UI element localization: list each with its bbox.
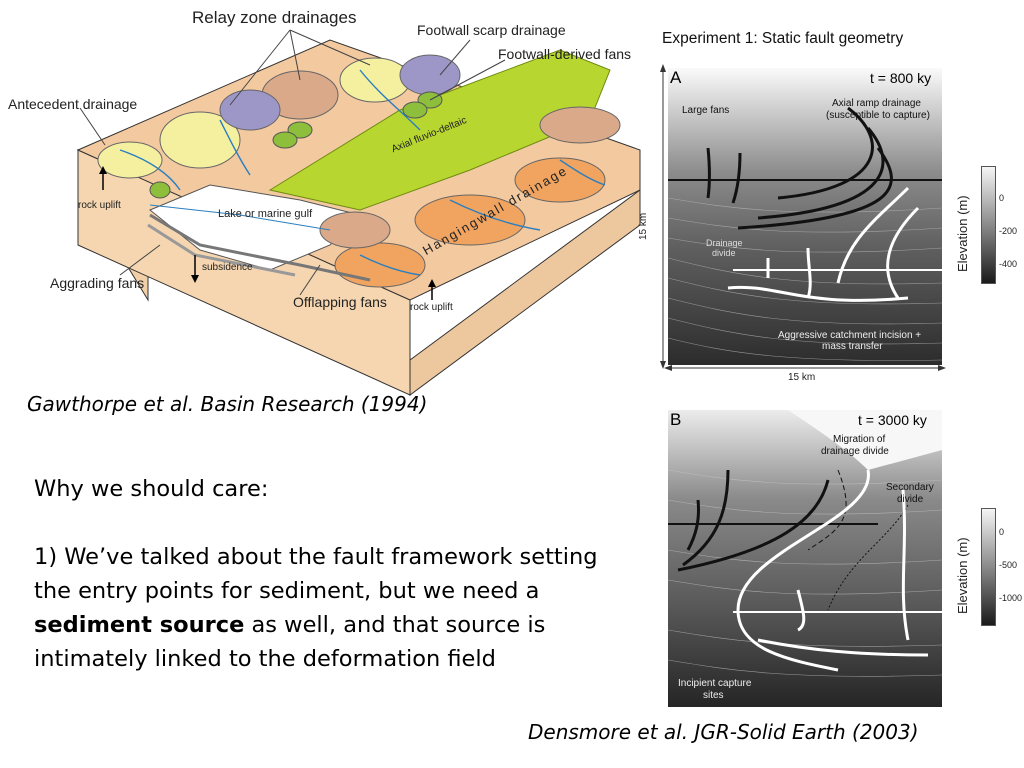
colorbar-b-tick: 0: [999, 527, 1005, 537]
panel-b-art: [668, 410, 942, 707]
incipient-label-1: Incipient capture: [678, 678, 752, 689]
block-diagram-art: [76, 29, 641, 396]
relay-fan: [97, 141, 163, 179]
drainage-divide-label-2: divide: [712, 248, 736, 258]
hangingwall-fan: [514, 157, 606, 203]
secondary-label-1: Secondary: [886, 482, 934, 493]
axial-ramp-label-1: Axial ramp drainage: [832, 98, 921, 109]
migration-label-1: Migration of: [833, 434, 886, 445]
subsidence-label: subsidence: [202, 262, 253, 273]
drainage-divide-label-1: Drainage: [706, 238, 743, 248]
paragraph-part-1: 1) We’ve talked about the fault framewor…: [34, 544, 598, 604]
lake-label: Lake or marine gulf: [218, 208, 313, 220]
river: [559, 159, 606, 186]
aggressive-label-1: Aggressive catchment incision +: [778, 330, 922, 341]
rock-uplift-right-label: rock uplift: [410, 302, 453, 313]
heading-text: Why we should care:: [34, 476, 269, 502]
block-diagram: [0, 0, 650, 400]
offlapping-label: Offlapping fans: [293, 294, 387, 310]
footwall-fans-label: Footwall-derived fans: [498, 46, 632, 62]
panel-b: [668, 410, 942, 707]
hangingwall-fan: [319, 211, 391, 249]
footwall-fan: [402, 101, 428, 119]
colorbar-b: [981, 508, 996, 626]
paragraph-part-2: as well, and that source is intimately l…: [34, 612, 546, 672]
river: [219, 119, 251, 176]
relay-fan: [219, 89, 281, 131]
hangingwall-fan: [539, 106, 621, 144]
aggressive-label-2: mass transfer: [822, 341, 883, 352]
large-fans-label: Large fans: [682, 105, 730, 116]
scale-y-label: 15 km: [638, 212, 649, 240]
hangingwall-fan: [334, 242, 426, 288]
panel-a: [668, 68, 942, 365]
footwall-fan: [149, 181, 171, 199]
strata: [149, 213, 371, 282]
strata: [149, 204, 331, 231]
panel-a-letter: A: [670, 68, 682, 87]
experiment-title: Experiment 1: Static fault geometry: [662, 30, 904, 47]
footwall-scarp-label: Footwall scarp drainage: [417, 22, 566, 38]
footwall-fan: [272, 131, 298, 149]
colorbar-a: [981, 166, 996, 284]
migration-label-2: drainage divide: [821, 446, 889, 457]
incipient-label-2: sites: [703, 690, 724, 701]
scale-x-label: 15 km: [788, 372, 816, 383]
relay-zone-label: Relay zone drainages: [192, 8, 357, 27]
panel-b-time: t = 3000 ky: [858, 412, 927, 428]
panel-b-letter: B: [670, 410, 682, 429]
footwall-fan: [287, 121, 313, 139]
colorbar-a-tick: -200: [999, 226, 1018, 236]
colorbar-b-title: Elevation (m): [955, 537, 970, 614]
paragraph-bold: sediment source: [34, 612, 245, 638]
hangingwall-fan: [414, 194, 526, 246]
colorbar-a-title: Elevation (m): [955, 195, 970, 272]
rock-uplift-left-label: rock uplift: [78, 200, 121, 211]
antecedent-label: Antecedent drainage: [8, 96, 138, 112]
secondary-label-2: divide: [897, 494, 924, 505]
citation-right: Densmore et al. JGR-Solid Earth (2003): [528, 720, 919, 744]
river: [119, 149, 181, 191]
panel-a-time: t = 800 ky: [870, 70, 932, 86]
paragraph-text: 1) We’ve talked about the fault framewor…: [34, 540, 634, 676]
panel-a-art: [668, 68, 942, 365]
panel-a-scalebars: [660, 64, 946, 371]
relay-fan: [339, 57, 411, 103]
river: [449, 199, 541, 231]
aggrading-label: Aggrading fans: [50, 275, 145, 291]
citation-left: Gawthorpe et al. Basin Research (1994): [27, 392, 428, 416]
colorbar-a-tick: 0: [999, 193, 1005, 203]
colorbar-b-tick: -500: [999, 560, 1018, 570]
colorbar-a-tick: -400: [999, 259, 1018, 269]
axial-ramp-label-2: (susceptible to capture): [826, 110, 930, 121]
river: [359, 69, 421, 131]
relay-fan: [159, 111, 241, 169]
colorbar-b-tick: -1000: [999, 593, 1023, 603]
river: [359, 254, 421, 276]
